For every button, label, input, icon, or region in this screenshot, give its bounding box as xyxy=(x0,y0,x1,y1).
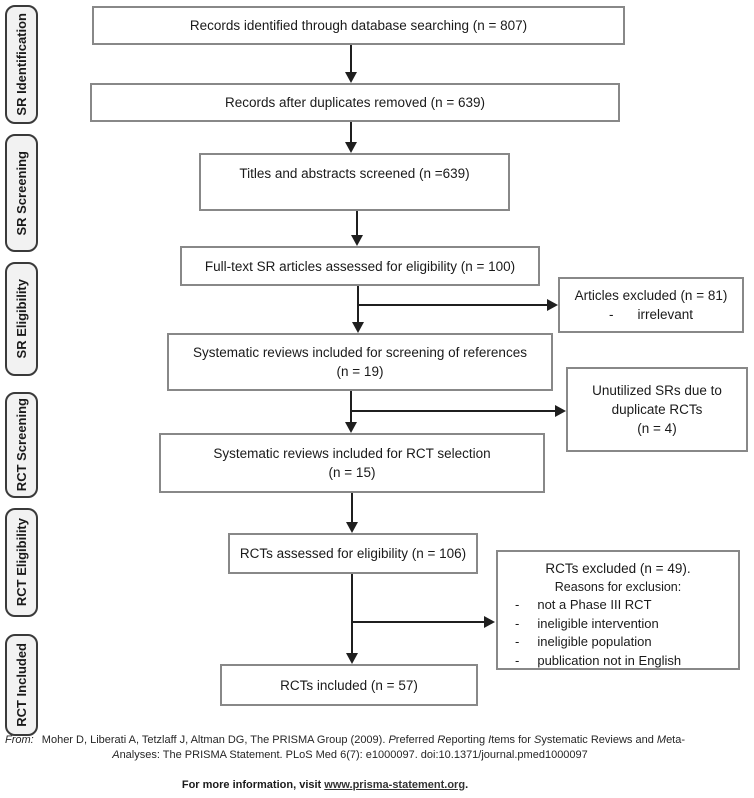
arrow-down-icon xyxy=(352,322,364,333)
connector-branch-to-articles-excluded xyxy=(358,304,548,306)
more-info-prefix: For more information, visit xyxy=(181,779,325,791)
box-sr-included-references: Systematic reviews included for screenin… xyxy=(167,333,553,391)
box-sr-included-rct-selection-line1: Systematic reviews included for RCT sele… xyxy=(213,446,491,461)
stage-label-rct-eligibility: RCT Eligibility xyxy=(14,518,29,607)
box-articles-excluded: Articles excluded (n = 81) - irrelevant xyxy=(558,277,744,333)
articles-excluded-reason: irrelevant xyxy=(637,307,694,322)
box-records-identified: Records identified through database sear… xyxy=(92,6,625,45)
sidebar-stage-sr-eligibility: SR Eligibility xyxy=(5,262,38,376)
sidebar-stage-rct-screening: RCT Screening xyxy=(5,392,38,498)
stage-label-rct-screening: RCT Screening xyxy=(14,398,29,492)
sidebar-stage-rct-included: RCT Included xyxy=(5,634,38,736)
citation-line1: From: Moher D, Liberati A, Tetzlaff J, A… xyxy=(5,734,686,746)
rcts-excluded-reason-3: ineligible population xyxy=(537,634,652,649)
box-sr-included-rct-selection-line2: (n = 15) xyxy=(328,465,376,480)
bullet-dash: - xyxy=(608,307,614,322)
box-unutilized-srs-line2: duplicate RCTs xyxy=(611,402,703,417)
connector-line-srselection-to-rctsassessed xyxy=(351,493,353,523)
more-info-line: For more information, visit www.prisma-s… xyxy=(0,779,650,791)
box-records-identified-text: Records identified through database sear… xyxy=(189,18,528,33)
box-fulltext-assessed-text: Full-text SR articles assessed for eligi… xyxy=(204,258,516,274)
box-unutilized-srs: Unutilized SRs due to duplicate RCTs (n … xyxy=(566,367,748,452)
sidebar-stage-sr-screening: SR Screening xyxy=(5,134,38,252)
box-records-after-duplicates: Records after duplicates removed (n = 63… xyxy=(90,83,620,122)
bullet-dash: - xyxy=(515,615,520,631)
box-rcts-included-text: RCTs included (n = 57) xyxy=(280,677,418,693)
rcts-excluded-reason-2: ineligible intervention xyxy=(537,615,659,631)
box-rcts-included: RCTs included (n = 57) xyxy=(220,664,478,706)
box-sr-included-references-line2: (n = 19) xyxy=(336,364,384,379)
rcts-excluded-subtitle: Reasons for exclusion: xyxy=(554,580,682,594)
connector-line-identified-to-duplicates xyxy=(350,45,352,73)
arrow-down-icon xyxy=(345,422,357,433)
stage-label-sr-screening: SR Screening xyxy=(14,150,29,236)
stage-label-sr-eligibility: SR Eligibility xyxy=(14,279,29,359)
rcts-excluded-reason-1: not a Phase III RCT xyxy=(537,597,652,612)
box-sr-included-rct-selection: Systematic reviews included for RCT sele… xyxy=(159,433,545,493)
citation-line2: Analyses: The PRISMA Statement. PLoS Med… xyxy=(112,749,588,761)
box-rcts-assessed-text: RCTs assessed for eligibility (n = 106) xyxy=(239,546,467,561)
articles-excluded-reason-row: - irrelevant xyxy=(609,305,693,324)
prisma-statement-link[interactable]: www.prisma-statement.org xyxy=(324,779,466,791)
arrow-down-icon xyxy=(345,142,357,153)
rcts-excluded-reason-row: - ineligible intervention xyxy=(498,615,738,634)
stage-label-sr-identification: SR Identification xyxy=(14,13,29,116)
arrow-right-icon xyxy=(555,405,566,417)
rcts-excluded-reason-row: - ineligible population xyxy=(498,633,738,652)
box-articles-excluded-title: Articles excluded (n = 81) xyxy=(574,288,728,303)
sidebar-stage-rct-eligibility: RCT Eligibility xyxy=(5,508,38,617)
box-unutilized-srs-line3: (n = 4) xyxy=(637,421,677,436)
arrow-right-icon xyxy=(484,616,495,628)
arrow-down-icon xyxy=(345,72,357,83)
connector-branch-to-unutilized-srs xyxy=(351,410,556,412)
arrow-down-icon xyxy=(346,653,358,664)
bullet-dash: - xyxy=(515,597,520,612)
box-fulltext-assessed: Full-text SR articles assessed for eligi… xyxy=(180,246,540,286)
stage-label-rct-included: RCT Included xyxy=(14,643,29,727)
box-titles-screened-text: Titles and abstracts screened (n =639) xyxy=(239,166,470,181)
connector-line-rctsassessed-to-rctsincluded xyxy=(351,574,353,654)
rcts-excluded-reason-row: - publication not in English xyxy=(498,652,738,671)
box-unutilized-srs-line1: Unutilized SRs due to xyxy=(592,383,722,398)
citation: From: Moher D, Liberati A, Tetzlaff J, A… xyxy=(5,733,749,763)
connector-branch-to-rcts-excluded xyxy=(352,621,485,623)
box-records-after-duplicates-text: Records after duplicates removed (n = 63… xyxy=(224,95,485,110)
connector-line-titles-to-fulltext xyxy=(356,211,358,236)
arrow-down-icon xyxy=(351,235,363,246)
bullet-dash: - xyxy=(515,634,520,649)
sidebar-stage-sr-identification: SR Identification xyxy=(5,5,38,124)
arrow-right-icon xyxy=(547,299,558,311)
bullet-dash: - xyxy=(515,652,520,668)
rcts-excluded-title: RCTs excluded (n = 49). xyxy=(545,561,691,576)
rcts-excluded-reason-row: - not a Phase III RCT xyxy=(498,596,738,615)
box-titles-screened: Titles and abstracts screened (n =639) xyxy=(199,153,510,211)
more-info-suffix: . xyxy=(465,779,469,791)
arrow-down-icon xyxy=(346,522,358,533)
connector-line-srreferences-to-srselection xyxy=(350,391,352,423)
box-sr-included-references-line1: Systematic reviews included for screenin… xyxy=(193,345,527,360)
connector-line-duplicates-to-titles xyxy=(350,122,352,144)
box-rcts-excluded: RCTs excluded (n = 49). Reasons for excl… xyxy=(496,550,740,670)
rcts-excluded-reason-4: publication not in English xyxy=(537,652,682,668)
box-rcts-assessed: RCTs assessed for eligibility (n = 106) xyxy=(228,533,478,574)
